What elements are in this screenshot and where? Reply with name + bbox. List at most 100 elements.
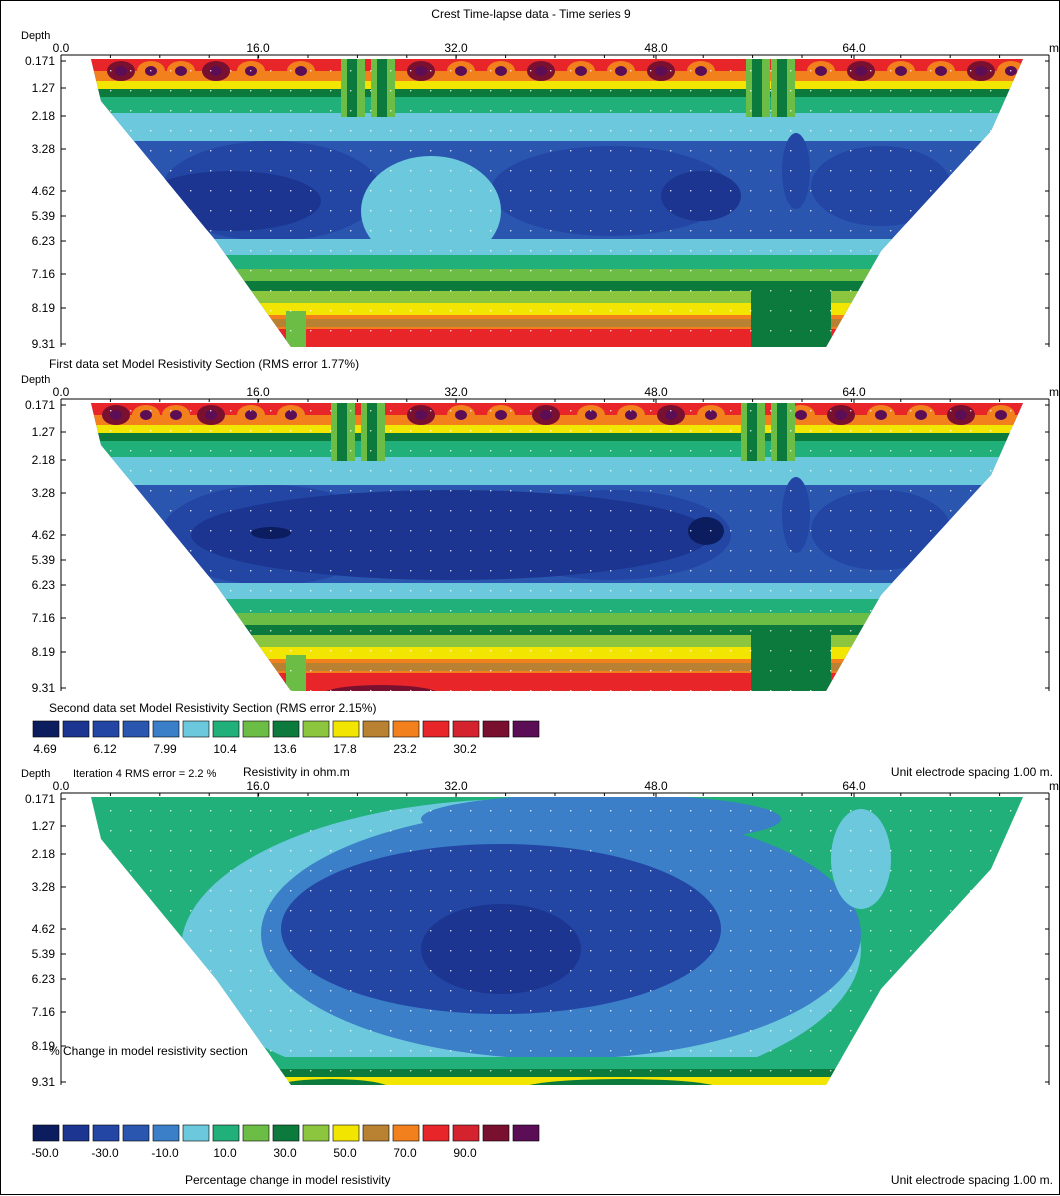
x-unit-label: m. [1049, 385, 1060, 399]
legend-swatch [62, 720, 90, 738]
depth-tick-label: 9.31 [32, 681, 56, 695]
depth-tick-label: 3.28 [32, 880, 56, 894]
depth-tick-label: 4.62 [32, 184, 56, 198]
legend-label: 4.69 [33, 742, 57, 756]
legend-swatch [32, 720, 60, 738]
legend-swatch [182, 1124, 210, 1142]
depth-tick-label: 2.18 [32, 847, 56, 861]
x-tick-label: 16.0 [246, 41, 270, 55]
depth-tick-label: 5.39 [32, 209, 56, 223]
legend-label: 17.8 [333, 742, 357, 756]
figure-title: Crest Time-lapse data - Time series 9 [431, 7, 631, 21]
depth-tick-label: 3.28 [32, 486, 56, 500]
depth-tick-label: 4.62 [32, 922, 56, 936]
legend-label: 30.0 [273, 1146, 297, 1160]
depth-tick-label: 1.27 [32, 81, 56, 95]
legend-swatch [152, 1124, 180, 1142]
x-tick-label: 0.0 [53, 779, 70, 793]
legend-label: 70.0 [393, 1146, 417, 1160]
depth-tick-label: 2.18 [32, 453, 56, 467]
legend-label: 13.6 [273, 742, 297, 756]
legend-swatch [182, 720, 210, 738]
depth-axis-label: Depth [21, 768, 50, 780]
legend-swatch [32, 1124, 60, 1142]
legend-label: -10.0 [151, 1146, 179, 1160]
depth-tick-label: 4.62 [32, 528, 56, 542]
depth-tick-label: 5.39 [32, 553, 56, 567]
legend-swatch [452, 720, 480, 738]
x-tick-label: 0.0 [53, 41, 70, 55]
legend-label: 30.2 [453, 742, 477, 756]
x-unit-label: m. [1049, 41, 1060, 55]
depth-tick-label: 1.27 [32, 425, 56, 439]
x-tick-label: 48.0 [644, 385, 668, 399]
depth-tick-label: 0.171 [25, 398, 55, 412]
x-tick-label: 0.0 [53, 385, 70, 399]
legend-swatch [272, 1124, 300, 1142]
depth-axis-label: Depth [21, 374, 50, 386]
spacing-note-2: Unit electrode spacing 1.00 m. [891, 1173, 1053, 1187]
legend-label: -30.0 [91, 1146, 119, 1160]
legend-swatch [422, 1124, 450, 1142]
depth-tick-label: 2.18 [32, 109, 56, 123]
section-fill [91, 403, 1023, 691]
depth-tick-label: 5.39 [32, 947, 56, 961]
legend-label: 50.0 [333, 1146, 357, 1160]
iteration-label: Iteration 4 RMS error = 2.2 % [73, 768, 217, 780]
x-tick-label: 32.0 [444, 41, 468, 55]
panel-second-data-set: Depth0.016.032.048.064.0m.0.1711.272.183… [21, 374, 1060, 695]
depth-tick-label: 9.31 [32, 337, 56, 351]
depth-tick-label: 6.23 [32, 578, 56, 592]
depth-tick-label: 7.16 [32, 1005, 56, 1019]
legend-swatch [422, 720, 450, 738]
legend-swatch [482, 720, 510, 738]
depth-tick-label: 6.23 [32, 972, 56, 986]
x-tick-label: 48.0 [644, 41, 668, 55]
panel-second-caption: Second data set Model Resistivity Sectio… [49, 701, 376, 715]
depth-tick-label: 6.23 [32, 234, 56, 248]
x-unit-label: m. [1049, 779, 1060, 793]
depth-axis-label: Depth [21, 30, 50, 42]
legend-swatch [452, 1124, 480, 1142]
legend-swatch [272, 720, 300, 738]
legend-swatch [392, 720, 420, 738]
depth-tick-label: 3.28 [32, 142, 56, 156]
legend-swatch [482, 1124, 510, 1142]
spacing-note-1: Unit electrode spacing 1.00 m. [891, 765, 1053, 779]
legend-swatch [242, 720, 270, 738]
depth-tick-label: 0.171 [25, 792, 55, 806]
x-tick-label: 64.0 [842, 41, 866, 55]
legend-swatch [512, 720, 540, 738]
legend-label: -50.0 [31, 1146, 59, 1160]
legend-swatch [302, 1124, 330, 1142]
section-fill [91, 59, 1023, 347]
model-block-dots [91, 59, 1023, 347]
legend-swatch [122, 720, 150, 738]
panel-change-caption: % Change in model resistivity section [49, 1044, 248, 1058]
legend-swatch [512, 1124, 540, 1142]
legend-swatch [362, 720, 390, 738]
depth-tick-label: 1.27 [32, 819, 56, 833]
legend-swatch [332, 720, 360, 738]
x-tick-label: 16.0 [246, 385, 270, 399]
legend-swatch [122, 1124, 150, 1142]
legend-swatch [92, 1124, 120, 1142]
depth-tick-label: 7.16 [32, 611, 56, 625]
depth-tick-label: 7.16 [32, 267, 56, 281]
depth-tick-label: 8.19 [32, 301, 56, 315]
resistivity-legend-title: Resistivity in ohm.m [243, 765, 350, 779]
change-legend-title: Percentage change in model resistivity [185, 1173, 390, 1187]
legend-swatch [212, 720, 240, 738]
legend-swatch [332, 1124, 360, 1142]
panel-first-data-set: Depth0.016.032.048.064.0m.0.1711.272.183… [21, 30, 1060, 351]
legend-swatch [152, 720, 180, 738]
legend-swatch [392, 1124, 420, 1142]
x-tick-label: 32.0 [444, 779, 468, 793]
x-tick-label: 48.0 [644, 779, 668, 793]
x-tick-label: 64.0 [842, 779, 866, 793]
x-tick-label: 64.0 [842, 385, 866, 399]
legend-swatch [62, 1124, 90, 1142]
